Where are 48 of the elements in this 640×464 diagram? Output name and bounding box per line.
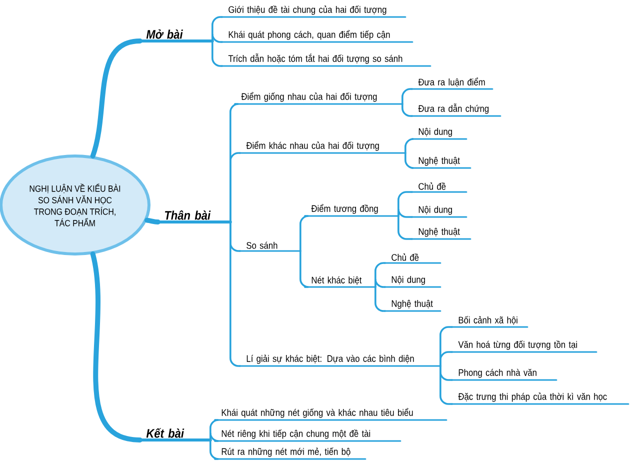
branch-label: Chủ đề [384,253,442,264]
branch-label: Điểm giống nhau của hai đối tượng [234,92,404,105]
branch-label: Nét riêng khi tiếp cận chung một đề tài [214,430,402,442]
branch-label: Nội dung [411,206,468,218]
branch-label: Trích dẫn hoặc tóm tắt hai đối tượng so sánh [221,54,432,67]
branch-label: Nội dung [411,128,468,140]
branch-label: Nghệ thuật [384,300,442,312]
branch-label: Phong cách nhà văn [451,368,558,381]
branch-curve [90,38,142,158]
branch-line [398,215,413,240]
branch-line [210,432,220,442]
branch-label: Rút ra những nét mới mẻ, tiến bộ [214,448,366,460]
branch-label: Nghệ thuật [411,228,472,240]
branch-line [212,40,223,67]
branch-line [212,33,223,43]
branch-label: Chủ đề [411,182,468,193]
section-heading: Mở bài [138,29,214,42]
branch-curve [144,218,160,224]
branch-label: Khái quát những nét giống và khác nhau tiêu biểu [214,408,448,421]
branch-label: Giới thiệu đề tài chung của hai đối tượng [221,6,406,18]
branch-line [402,103,413,117]
branch-label: Khái quát phong cách, quan điểm tiếp cận [221,30,414,43]
branch-line [210,439,220,460]
branch-label: Điểm tương đồng [304,204,400,217]
branch-line [402,88,413,105]
section-heading: Kết bài [138,428,212,442]
branch-line [230,152,241,223]
branch-line [404,152,414,169]
branch-label: Đặc trưng thi pháp của thời kì văn học [451,392,630,405]
branch-line [300,250,310,288]
branch-label: Điểm khác nhau của hai đối tượng [239,141,406,154]
branch-line [374,278,386,288]
branch-label: Đưa ra luận điểm [411,78,494,90]
branch-label: Lí giải sự khác biệt: Dựa vào các bình diện [239,354,442,367]
branch-line [440,351,453,367]
branch-line [404,138,414,154]
branch-label: Nét khác biệt [304,276,376,288]
branch-label: Nghệ thuật [411,156,472,169]
branch-label: Đưa ra dẫn chứng [411,104,502,117]
branch-label: Bối cảnh xã hội [451,316,528,328]
branch-line [398,208,413,218]
branch-label: So sánh [239,242,302,252]
branch-label: Văn hoá từng đối tượng tồn tại [451,340,598,353]
section-heading: Thân bài [156,210,232,224]
branch-label: Nội dung [384,276,442,288]
branch-line [230,221,241,367]
branch-curve [90,252,142,442]
branch-line [300,215,310,252]
